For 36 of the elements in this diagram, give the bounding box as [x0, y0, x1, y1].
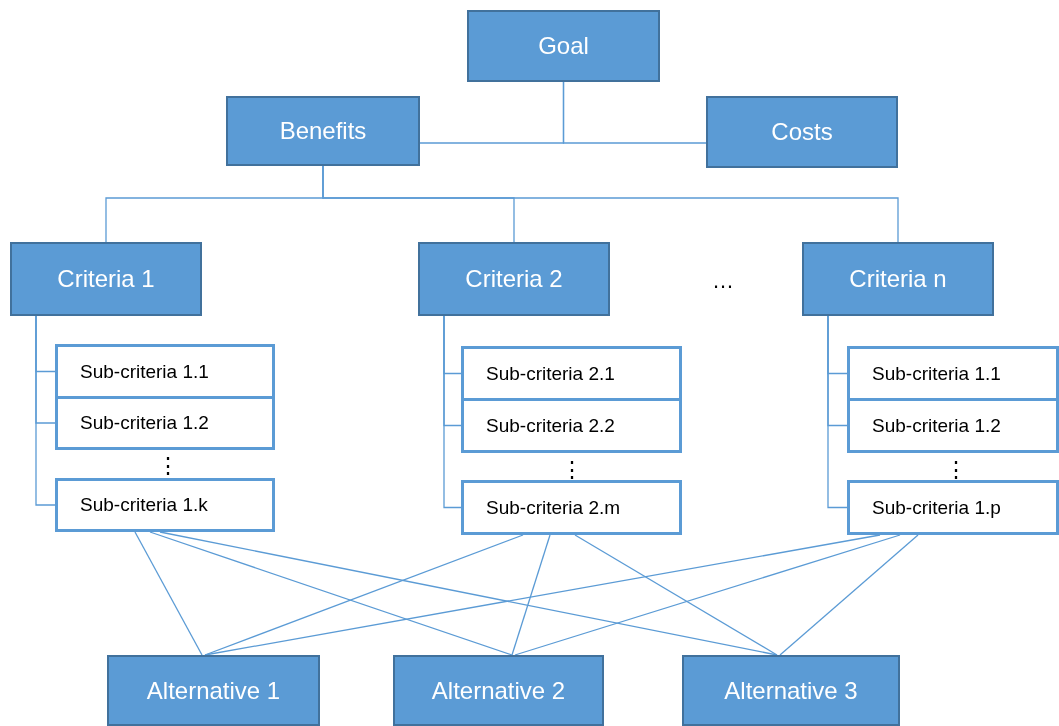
process-box: Alternative 1 — [107, 655, 320, 726]
ellipsis: ⋮ — [561, 459, 583, 481]
connector-line — [562, 81, 707, 144]
process-box: Criteria 1 — [10, 242, 202, 316]
connector-line — [134, 531, 203, 656]
process-box: Benefits — [226, 96, 420, 166]
connector-line — [149, 531, 513, 656]
sub-criteria-box: Sub-criteria 1.1 — [847, 346, 1059, 401]
connector-line — [511, 534, 551, 656]
connector-line — [204, 534, 881, 656]
connector-line — [35, 315, 56, 506]
connector-line — [827, 315, 848, 509]
sub-criteria-box: Sub-criteria 1.2 — [847, 398, 1059, 453]
ellipsis: ⋮ — [945, 459, 967, 481]
connector-line — [204, 534, 524, 656]
sub-criteria-box: Sub-criteria 1.k — [55, 478, 275, 532]
connector-line — [159, 531, 778, 656]
process-box: Alternative 2 — [393, 655, 604, 726]
process-box: Criteria 2 — [418, 242, 610, 316]
sub-criteria-box: Sub-criteria 2.m — [461, 480, 682, 535]
sub-criteria-box: Sub-criteria 1.1 — [55, 344, 275, 399]
ellipsis: ⋮ — [157, 455, 179, 477]
connector-line — [514, 534, 901, 656]
connector-line — [574, 534, 778, 656]
sub-criteria-box: Sub-criteria 1.p — [847, 480, 1059, 535]
process-box: Criteria n — [802, 242, 994, 316]
ellipsis: … — [712, 270, 734, 292]
process-box: Goal — [467, 10, 660, 82]
process-box: Alternative 3 — [682, 655, 900, 726]
process-box: Costs — [706, 96, 898, 168]
connector-line — [322, 165, 899, 243]
sub-criteria-box: Sub-criteria 2.1 — [461, 346, 682, 401]
connector-line — [779, 534, 919, 656]
sub-criteria-box: Sub-criteria 2.2 — [461, 398, 682, 453]
sub-criteria-box: Sub-criteria 1.2 — [55, 396, 275, 450]
connector-line — [443, 315, 462, 509]
